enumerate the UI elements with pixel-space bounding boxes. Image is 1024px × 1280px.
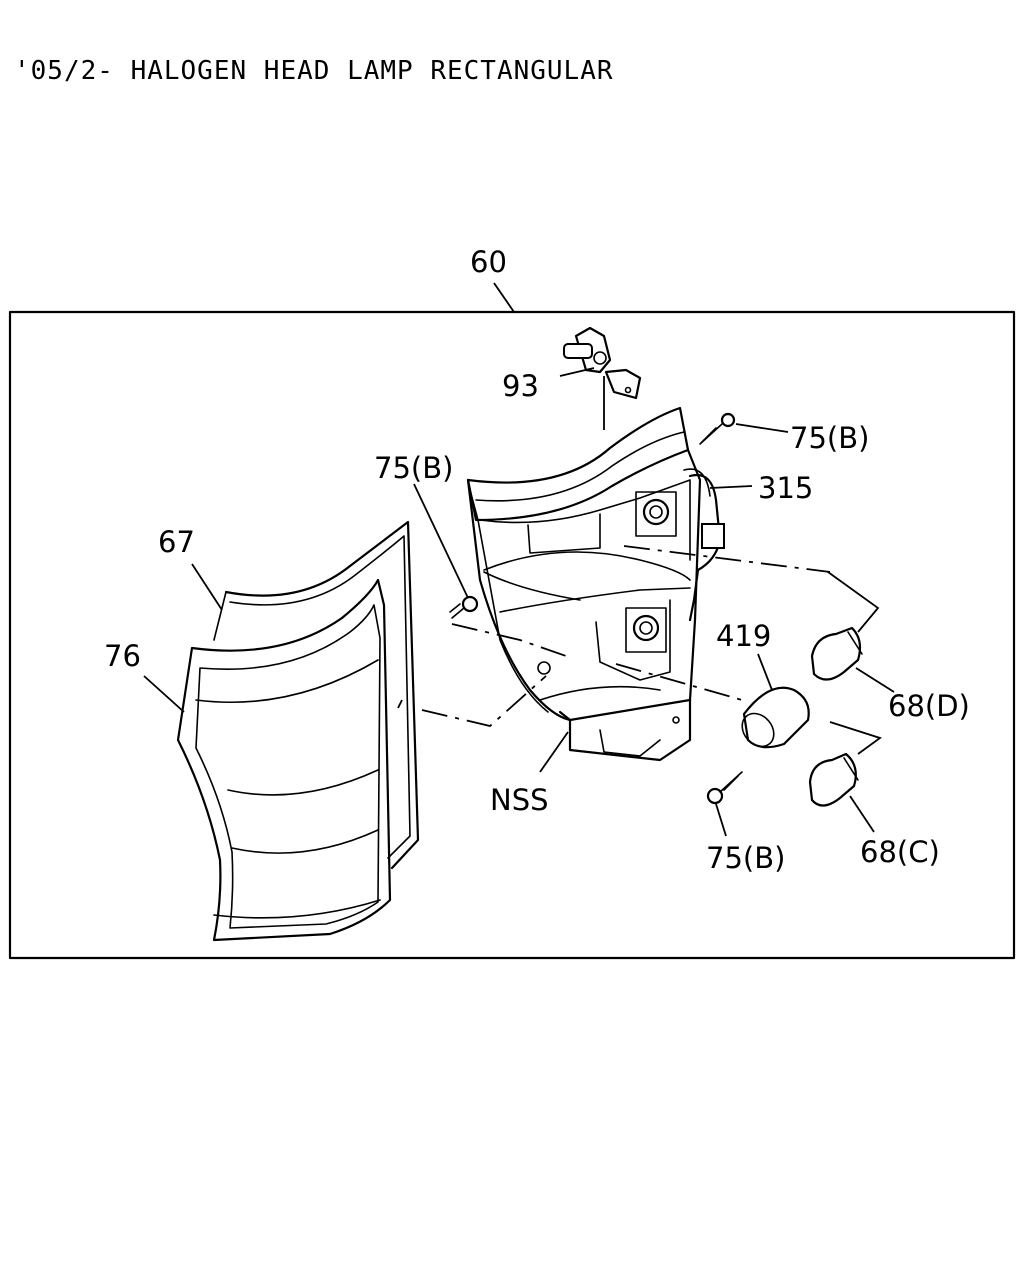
callout-93: 93 [502, 369, 539, 403]
bracket-68c-group [829, 721, 882, 755]
screw-75b-top-right [699, 412, 789, 445]
leader-60 [493, 282, 515, 313]
diagram-heading: '05/2- HALOGEN HEAD LAMP RECTANGULAR [14, 56, 614, 86]
leader-67 [191, 563, 223, 611]
callout-75b-mid-left: 75(B) [374, 451, 453, 485]
leader-76 [143, 675, 185, 713]
wiring-harness-315 [683, 468, 753, 622]
outer-lens-76 [176, 578, 392, 942]
callout-60: 60 [470, 245, 507, 279]
socket-upper [642, 498, 670, 526]
callout-68c: 68(C) [860, 835, 940, 869]
leader-nss [539, 731, 569, 773]
bracket-68d-group [827, 571, 880, 633]
bulb-419 [741, 653, 810, 749]
callout-75b-top-right: 75(B) [790, 421, 869, 455]
callout-68d: 68(D) [888, 689, 970, 723]
harness-connector [701, 523, 725, 549]
lamp-housing [466, 406, 702, 762]
callout-nss: NSS [490, 783, 549, 817]
callout-67: 67 [158, 525, 195, 559]
callout-419: 419 [716, 619, 771, 653]
screw-75b-mid-left [413, 483, 479, 619]
bulb-68c [808, 752, 875, 833]
callout-75b-bottom: 75(B) [706, 841, 785, 875]
callout-315: 315 [758, 471, 813, 505]
alignment-lines [397, 545, 831, 727]
bracket-93 [559, 326, 642, 430]
assembly-frame [8, 310, 1016, 960]
bulb-68d [810, 626, 895, 693]
callout-76: 76 [104, 639, 141, 673]
screw-75b-bottom [706, 771, 743, 837]
socket-lower [632, 614, 660, 642]
mounting-hole [537, 661, 551, 675]
lens-gasket-67 [213, 520, 420, 870]
